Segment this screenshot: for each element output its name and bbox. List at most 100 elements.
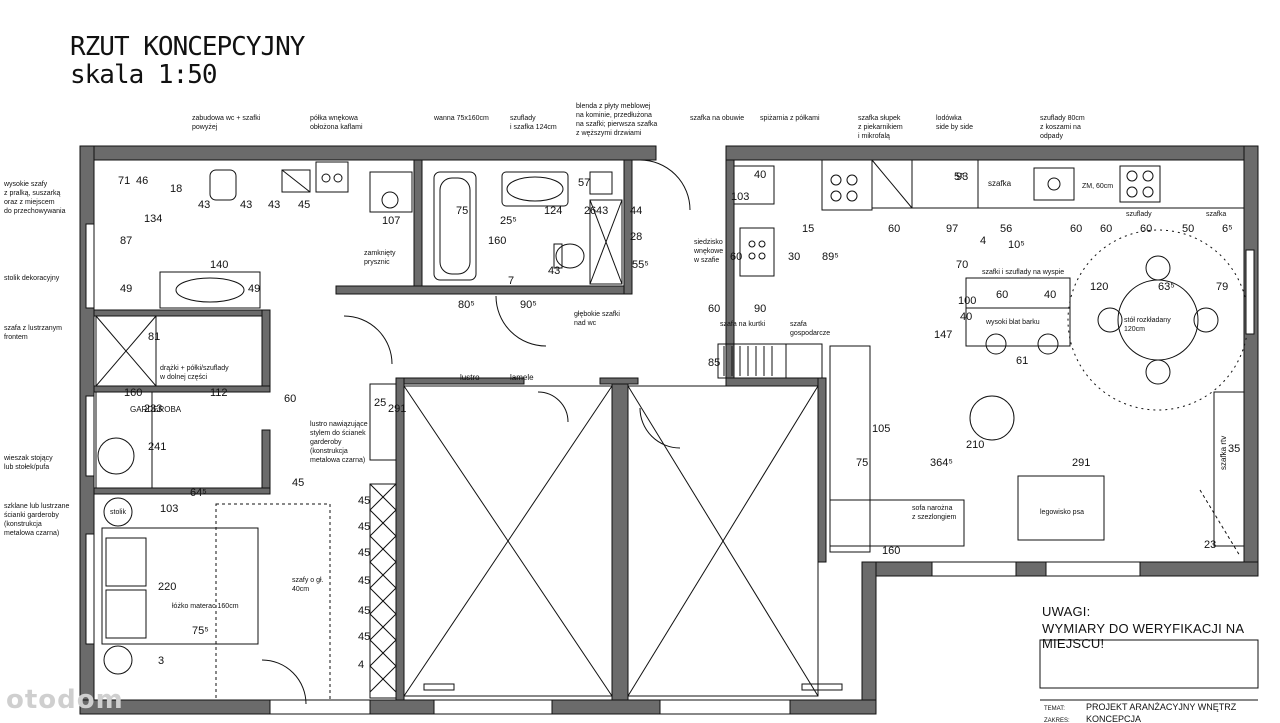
dimension-label: 60: [1140, 223, 1152, 235]
callout-sofa-1: z szezlongiem: [912, 514, 957, 521]
dimension-label: 5⁵: [954, 171, 965, 183]
dimension-label: 105: [872, 423, 890, 435]
dimension-label: 18: [170, 183, 182, 195]
dimension-label: 124: [544, 205, 562, 217]
callout-wysokie-szafy: wysokie szafy: [3, 181, 48, 188]
callout-lustro-scianek-3: (konstrukcja: [310, 448, 348, 455]
dimension-label: 233: [144, 403, 162, 415]
notes-heading: UWAGI:: [1042, 604, 1091, 619]
callout-polka-wnekowa: półka wnękowa: [310, 115, 358, 122]
dimension-label: 60: [888, 223, 900, 235]
interior-walls: [93, 159, 827, 701]
callout-szafka-slupek: szafka słupek: [858, 115, 901, 122]
dimension-label: 93: [956, 171, 968, 183]
dimension-label: 85: [708, 357, 720, 369]
callout-szklane-scianki-2: (konstrukcja: [4, 521, 42, 528]
callout-szafka-k: szafka: [1206, 211, 1226, 218]
dimension-label: 60: [1070, 223, 1082, 235]
dimension-label: 291: [1072, 457, 1090, 469]
callout-lodowka-1: side by side: [936, 124, 973, 131]
title-block: [1039, 639, 1259, 701]
bed: [101, 503, 331, 701]
callout-szuflady-szafka-1: i szafka 124cm: [510, 124, 557, 131]
dimension-label: 79: [1216, 281, 1228, 293]
callout-lustro-scianek-2: garderoby: [310, 439, 342, 446]
dimension-label: 25⁵: [500, 215, 517, 227]
callout-szafka-slupek-1: z piekarnikiem: [858, 124, 903, 131]
callout-siedzisko-1: wnękowe: [693, 248, 723, 255]
callout-wysoki-blat: wysoki blat barku: [985, 319, 1040, 326]
dimension-label: 81: [148, 331, 160, 343]
dimension-label: 64⁵: [190, 487, 207, 499]
dimension-label: 44: [630, 205, 642, 217]
dimension-label: 103: [160, 503, 178, 515]
callout-szafka-obuwie: szafka na obuwie: [690, 115, 744, 122]
title-block-value: PROJEKT ARANŻACYJNY WNĘTRZ: [1086, 702, 1237, 712]
dimension-label: 60: [730, 251, 742, 263]
dimension-label: 30: [788, 251, 800, 263]
windows: [85, 223, 1255, 715]
dimension-label: 90⁵: [520, 299, 537, 311]
callout-szuflady-80: szuflady 80cm: [1040, 115, 1085, 122]
dimension-label: 241: [148, 441, 166, 453]
dimension-label: 15: [802, 223, 814, 235]
callout-szafa-gosp: szafa: [790, 321, 807, 328]
living: [829, 345, 1245, 557]
plan-scale: skala 1:50: [70, 60, 218, 90]
callout-spizarnia: spiżarnia z półkami: [760, 115, 820, 122]
dimension-label: 112: [210, 387, 228, 399]
callout-stol: stół rozkładany: [1124, 317, 1171, 324]
dimension-label: 90: [754, 303, 766, 315]
dimension-label: 45: [358, 521, 370, 533]
dimension-label: 35: [1228, 443, 1240, 455]
dimension-label: 63⁵: [1158, 281, 1175, 293]
callout-wysokie-szafy-1: z pralką, suszarką: [4, 190, 61, 197]
dimension-label: 45: [292, 477, 304, 489]
callout-glebokie-1: nad wc: [574, 320, 597, 327]
dimension-label: 60: [708, 303, 720, 315]
dimension-label: 45: [298, 199, 310, 211]
title-block-value: KONCEPCJA: [1086, 714, 1141, 723]
callout-drazki-1: w dolnej części: [159, 374, 208, 381]
dimension-label: 97: [946, 223, 958, 235]
dimension-label: 160: [488, 235, 506, 247]
callout-wysokie-szafy-3: do przechowywania: [4, 208, 66, 215]
callout-wieszak-1: lub stołek/pufa: [4, 464, 49, 471]
callout-szafka-rtv: szafka rtv: [1219, 436, 1228, 470]
dimension-label: 160: [882, 545, 900, 557]
callout-sofa: sofa narożna: [912, 505, 953, 512]
callout-stolik: stolik: [110, 509, 126, 516]
dimension-label: 45: [358, 575, 370, 587]
dimension-label: 107: [382, 215, 400, 227]
callout-szafy-gl-1: 40cm: [292, 586, 309, 593]
dimension-label: 56: [1000, 223, 1012, 235]
callout-wysokie-szafy-2: oraz z miejscem: [4, 199, 55, 206]
doors: [261, 159, 691, 705]
dimension-label: 364⁵: [930, 457, 953, 469]
callout-szklane-scianki: szklane lub lustrzane: [4, 503, 69, 510]
dimension-label: 103: [731, 191, 749, 203]
callout-szuflady-80-1: z koszami na: [1040, 124, 1081, 131]
callout-szuflady-80-2: odpady: [1040, 133, 1063, 140]
dimension-label: 43: [240, 199, 252, 211]
dimension-label: 71: [118, 175, 130, 187]
callout-drazki: drążki + półki/szuflady: [160, 365, 229, 372]
callout-lamele: lamele: [510, 373, 534, 382]
callout-szklane-scianki-1: ścianki garderoby: [4, 512, 59, 519]
dimension-label: 134: [144, 213, 162, 225]
dimension-label: 291: [388, 403, 406, 415]
dimension-label: 4: [358, 659, 364, 671]
plan-title: RZUT KONCEPCYJNY: [70, 32, 305, 62]
dimension-label: 61: [1016, 355, 1028, 367]
dimension-label: 45: [358, 495, 370, 507]
kitchen: [717, 159, 1245, 379]
callout-blenda-1: na kominie, przedłużona: [576, 112, 652, 119]
dimension-label: 75: [456, 205, 468, 217]
callout-stolik-dekoracyjny: stolik dekoracyjny: [4, 275, 60, 282]
callout-szuflady-szafka: szuflady: [510, 115, 536, 122]
callout-blenda-3: z węższymi drzwiami: [576, 130, 642, 137]
callout-lustro-scianek: lustro nawiązujące: [310, 421, 368, 428]
dimension-label: 7: [508, 275, 514, 287]
